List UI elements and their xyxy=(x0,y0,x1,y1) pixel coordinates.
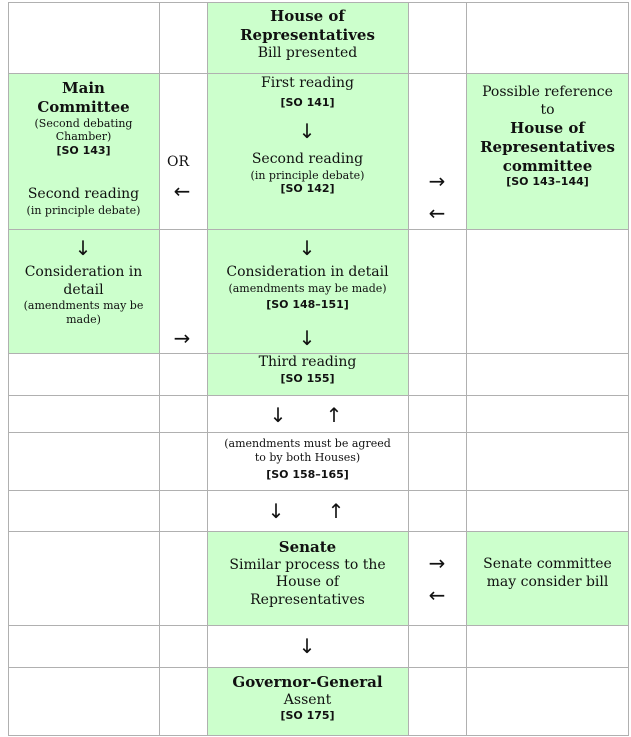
arrow-down-icon: ↓ xyxy=(267,499,285,523)
main-committee-block xyxy=(8,73,159,353)
arrow-down-icon: ↓ xyxy=(269,403,287,427)
governor-block xyxy=(207,667,408,735)
second-reading-so: [SO 142] xyxy=(280,182,335,196)
house-consideration-note: (amendments may be made) xyxy=(228,281,387,295)
grid-line xyxy=(207,2,208,735)
governor-assent: Assent xyxy=(283,691,332,708)
main-second-reading-label: Second reading xyxy=(27,186,140,202)
main-consideration-label: detail xyxy=(63,281,104,298)
arrow-down-icon: ↓ xyxy=(298,236,316,260)
grid-line xyxy=(8,432,629,433)
hr-committee-title: House of xyxy=(510,119,585,137)
arrow-down-icon: ↓ xyxy=(298,326,316,350)
arrow-down-icon: ↓ xyxy=(298,634,316,658)
main-second-reading: Second reading (in principle debate) xyxy=(8,186,159,217)
senate-text: Similar process to the xyxy=(229,556,386,573)
arrow-right-icon: → xyxy=(173,326,191,350)
grid-line xyxy=(8,395,629,396)
grid-line xyxy=(466,2,467,735)
senate-committee-text: Senate committee xyxy=(483,556,612,572)
third-reading-label: Third reading xyxy=(258,354,357,370)
hr-committee-text: to xyxy=(540,101,555,118)
governor-so: [SO 175] xyxy=(280,709,335,723)
main-consideration: Consideration in detail (amendments may … xyxy=(8,264,159,327)
grid-line xyxy=(628,2,629,735)
house-title-line: House of xyxy=(270,7,345,25)
senate-title: Senate xyxy=(278,538,337,556)
main-committee-title: Main xyxy=(62,79,105,97)
grid-line xyxy=(8,490,629,491)
main-committee-title: Committee xyxy=(37,97,130,116)
house-consideration: Consideration in detail (amendments may … xyxy=(207,264,408,312)
house-consideration-so: [SO 148–151] xyxy=(266,298,349,312)
senate-block xyxy=(207,531,408,625)
arrow-left-icon: ← xyxy=(173,179,191,203)
second-reading: Second reading (in principle debate) [SO… xyxy=(207,151,408,196)
main-consideration-label: Consideration in xyxy=(24,264,143,280)
amendments-so: [SO 158–165] xyxy=(266,467,349,481)
hr-committee-block xyxy=(466,73,629,229)
arrow-down-icon: ↓ xyxy=(298,119,316,143)
hr-committee: Possible reference to House of Represent… xyxy=(466,84,629,189)
grid-line xyxy=(8,667,629,668)
arrow-down-icon: ↓ xyxy=(74,236,92,260)
grid-line xyxy=(8,353,629,354)
grid-line xyxy=(8,625,629,626)
grid-line xyxy=(8,531,629,532)
grid-line xyxy=(8,735,629,736)
third-reading-so: [SO 155] xyxy=(280,371,335,385)
house-title-line: Representatives xyxy=(240,25,375,44)
governor-general: Governor-General Assent [SO 175] xyxy=(207,673,408,723)
house-title: House of Representatives Bill presented xyxy=(207,7,408,62)
senate-committee-text: may consider bill xyxy=(486,573,609,590)
or-label: OR xyxy=(167,154,190,170)
third-reading: Third reading [SO 155] xyxy=(207,354,408,385)
house-consideration-label: Consideration in detail xyxy=(226,264,389,280)
second-reading-note: (in principle debate) xyxy=(250,168,365,182)
arrow-up-icon: ↑ xyxy=(325,403,343,427)
main-second-reading-note: (in principle debate) xyxy=(26,203,141,217)
hr-committee-so: [SO 143–144] xyxy=(506,175,589,189)
arrow-right-icon: → xyxy=(428,551,446,575)
hr-committee-text: Possible reference xyxy=(482,84,613,100)
hr-committee-title: Representatives xyxy=(480,137,615,156)
main-consideration-note: (amendments may be xyxy=(23,299,144,312)
amendments-note-line: to by both Houses) xyxy=(254,450,361,464)
amendments-note-line: (amendments must be agreed xyxy=(224,437,391,450)
first-reading-label: First reading xyxy=(261,75,354,91)
senate-text: House of xyxy=(275,574,340,591)
grid-line xyxy=(8,2,629,3)
bill-presented: Bill presented xyxy=(257,44,358,61)
main-committee-subtitle: Chamber) xyxy=(55,130,112,144)
hr-committee-title: committee xyxy=(502,156,593,175)
main-committee-subtitle: (Second debating xyxy=(34,116,133,130)
second-reading-label: Second reading xyxy=(251,151,364,167)
grid-line xyxy=(159,2,160,735)
governor-title: Governor-General xyxy=(232,673,383,691)
amendments-note: (amendments must be agreed to by both Ho… xyxy=(207,437,408,481)
senate: Senate Similar process to the House of R… xyxy=(207,538,408,609)
main-committee-so: [SO 143] xyxy=(56,144,111,157)
senate-text: Representatives xyxy=(250,591,365,608)
grid-line xyxy=(8,2,9,735)
arrow-up-icon: ↑ xyxy=(327,499,345,523)
grid-line xyxy=(408,2,409,735)
grid-line xyxy=(8,229,629,230)
arrow-left-icon: ← xyxy=(428,583,446,607)
main-committee: Main Committee (Second debating Chamber)… xyxy=(8,79,159,158)
main-consideration-note: made) xyxy=(66,312,101,326)
senate-committee-block xyxy=(466,531,629,625)
senate-committee: Senate committee may consider bill xyxy=(466,556,629,591)
arrow-left-icon: ← xyxy=(428,201,446,225)
arrow-right-icon: → xyxy=(428,169,446,193)
house-block xyxy=(207,2,408,395)
first-reading: First reading [SO 141] xyxy=(207,75,408,109)
grid-line xyxy=(8,73,629,74)
first-reading-so: [SO 141] xyxy=(280,95,335,109)
